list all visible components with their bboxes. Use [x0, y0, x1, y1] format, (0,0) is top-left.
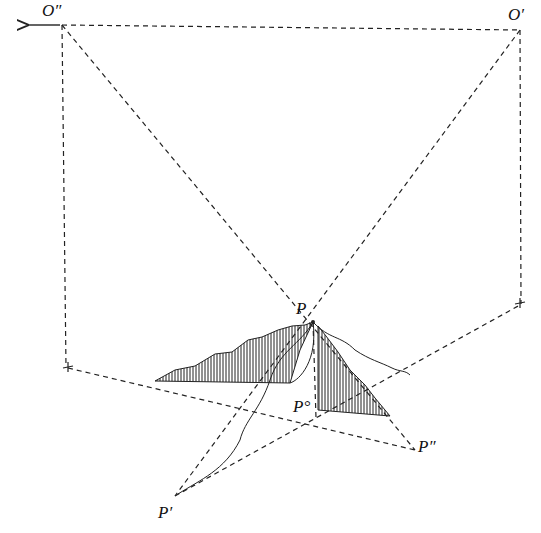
hatched-terrain [318, 326, 390, 416]
point-label: P″ [418, 438, 435, 455]
point-label: P [296, 300, 306, 317]
hatched-terrain [155, 322, 313, 383]
point-label: O′ [508, 6, 524, 23]
direction-arrow [28, 24, 60, 25]
point-label: P° [293, 398, 310, 415]
point-label: P′ [158, 504, 172, 521]
construction-lines [62, 25, 521, 496]
terrain-profiles [178, 322, 410, 494]
point-label: O″ [42, 2, 61, 19]
point-mark [311, 320, 315, 324]
